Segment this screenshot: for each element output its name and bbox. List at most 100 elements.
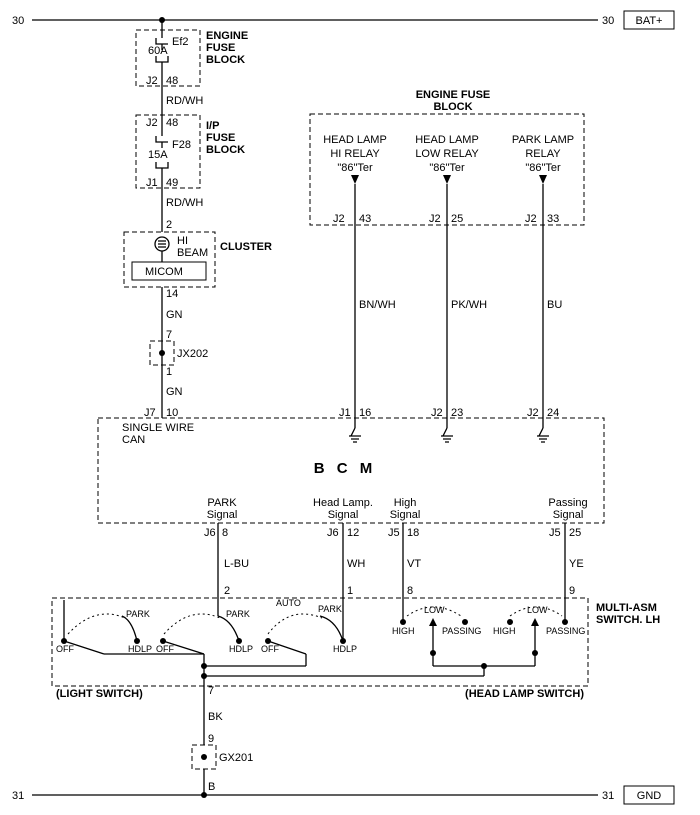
relay-fuse-block: ENGINE FUSE BLOCK HEAD LAMP HI RELAY "86… (309, 89, 585, 428)
light-sw2-park: PARK (226, 609, 250, 619)
relay-hi-bcm-pin: 16 (359, 407, 371, 419)
light-sw3-park: PARK (318, 604, 342, 614)
relay-low-conn: J2 (429, 213, 441, 225)
gx201-pin: 9 (208, 733, 214, 745)
light-sw1-park: PARK (126, 609, 150, 619)
light-sw1-hdlp: HDLP (128, 644, 152, 654)
light-switch-section-2: PARK OFF HDLP (156, 609, 253, 666)
hl-sw2-passing: PASSING (546, 626, 585, 636)
rail-bottom-right-number: 31 (602, 790, 614, 802)
hl-sw2-low: LOW (527, 605, 548, 615)
head-lamp-switch-label: (HEAD LAMP SWITCH) (465, 688, 584, 700)
gnd-rail: 31 31 GND (12, 785, 675, 805)
head-lamp-switch-section-2: LOW HIGH PASSING (493, 605, 585, 666)
relay-low-pin: 25 (451, 213, 463, 225)
multi-asm-switch: MULTI-ASM SWITCH. LH (LIGHT SWITCH) (HEA… (51, 597, 660, 745)
relay-park-line1: PARK LAMP (512, 134, 574, 146)
jx202-dot (159, 350, 165, 356)
relay-hi-conn: J2 (333, 213, 345, 225)
park-signal-pin: 8 (222, 527, 228, 539)
relay-low-terminal-arrow (443, 175, 451, 184)
rail-top-right-number: 30 (602, 15, 614, 27)
f28-fuse-name: F28 (172, 139, 191, 151)
bcm-passing-signal-2: Signal (553, 509, 584, 521)
cluster-title: CLUSTER (220, 241, 272, 253)
light-sw3-off: OFF (261, 644, 279, 654)
switch-title-2: SWITCH. LH (596, 614, 660, 626)
micom-box (131, 261, 207, 281)
jx202-pin-top: 7 (166, 329, 172, 341)
relay-block-title-2: BLOCK (433, 101, 472, 113)
relay-park-bcm-pin: 24 (547, 407, 559, 419)
relay-low-bcm-pin: 23 (451, 407, 463, 419)
relay-hi-wire: BN/WH (359, 299, 396, 311)
engine-fuse-title-1: ENGINE (206, 30, 248, 42)
relay-park-conn: J2 (525, 213, 537, 225)
cluster: 2 HI BEAM MICOM CLUSTER 14 (123, 219, 272, 340)
ip-fuse-title-1: I/P (206, 120, 219, 132)
headlamp-signal-wire: WH (347, 558, 365, 570)
bcm-passing-signal-1: Passing (548, 497, 587, 509)
light-switch-section-1: PARK OFF HDLP (56, 600, 204, 655)
bcm-can-label-1: SINGLE WIRE (122, 422, 194, 434)
relay-park-pin: 33 (547, 213, 559, 225)
relay-low-bcm-conn: J2 (431, 407, 443, 419)
bcm-can-label-2: CAN (122, 434, 145, 446)
bcm-title: B C M (314, 460, 377, 477)
rail-bottom-left-number: 31 (12, 790, 24, 802)
ef2-pin: 48 (166, 75, 178, 87)
wire-color-gn-2: GN (166, 386, 183, 398)
light-switch-label: (LIGHT SWITCH) (56, 688, 143, 700)
headlamp-signal-sw-pin: 1 (347, 585, 353, 597)
light-sw1-off: OFF (56, 644, 74, 654)
gx201-connector: 9 GX201 B (191, 733, 253, 795)
hl-sw1-passing: PASSING (442, 626, 481, 636)
micom-label: MICOM (145, 266, 183, 278)
gnd-junction-dot (201, 792, 207, 798)
relay-park-terminal-arrow (539, 175, 547, 184)
hl-sw1-low: LOW (424, 605, 445, 615)
hl-sw2-high: HIGH (493, 626, 516, 636)
high-signal-conn: J5 (388, 527, 400, 539)
relay-hi-bcm-conn: J1 (339, 407, 351, 419)
engine-fuse-block: Ef2 60A J2 48 ENGINE FUSE BLOCK (135, 20, 248, 115)
cluster-pin-out: 14 (166, 288, 178, 300)
relay-hi-line3: "86"Ter (337, 162, 373, 174)
bat-plus-box (623, 10, 675, 30)
light-sw2-off: OFF (156, 644, 174, 654)
switch-ground-pin: 7 (208, 685, 214, 697)
bcm-headlamp-signal-2: Signal (328, 509, 359, 521)
passing-signal-sw-pin: 9 (569, 585, 575, 597)
hl-sw1-high: HIGH (392, 626, 415, 636)
relay-hi-terminal-arrow (351, 175, 359, 184)
high-signal-pin: 18 (407, 527, 419, 539)
bcm-can-conn: J7 (144, 407, 156, 419)
light-sw2-hdlp: HDLP (229, 644, 253, 654)
relay-low-line3: "86"Ter (429, 162, 465, 174)
relay-low-wire: PK/WH (451, 299, 487, 311)
park-signal-sw-pin: 2 (224, 585, 230, 597)
gnd-box (623, 785, 675, 805)
wire-color-bk: BK (208, 711, 223, 723)
ip-fuse-title-3: BLOCK (206, 144, 245, 156)
ef2-fuse-name: Ef2 (172, 36, 189, 48)
bcm-input-switch-1 (349, 427, 361, 443)
ip-fuse-pin-top: 48 (166, 117, 178, 129)
high-signal-sw-pin: 8 (407, 585, 413, 597)
rail-top-left-number: 30 (12, 15, 24, 27)
bcm-park-signal-2: Signal (207, 509, 238, 521)
switch-title-1: MULTI-ASM (596, 602, 657, 614)
jx202-name: JX202 (177, 348, 208, 360)
ip-fuse-block: J2 48 F28 15A J1 49 I/P FUSE BLOCK (135, 114, 245, 232)
bcm-can-pin: 10 (166, 407, 178, 419)
jx202-connector: 7 JX202 1 (149, 329, 208, 415)
head-lamp-switch-section-1: LOW HIGH PASSING (392, 605, 481, 666)
jx202-pin-bottom: 1 (166, 366, 172, 378)
gx201-dot (201, 754, 207, 760)
park-signal-wire: L-BU (224, 558, 249, 570)
ip-fuse-title-2: FUSE (206, 132, 235, 144)
f28-fuse-rating: 15A (148, 149, 168, 161)
bat-plus-rail: 30 30 BAT+ (12, 10, 675, 30)
cluster-pin-in: 2 (166, 219, 172, 231)
